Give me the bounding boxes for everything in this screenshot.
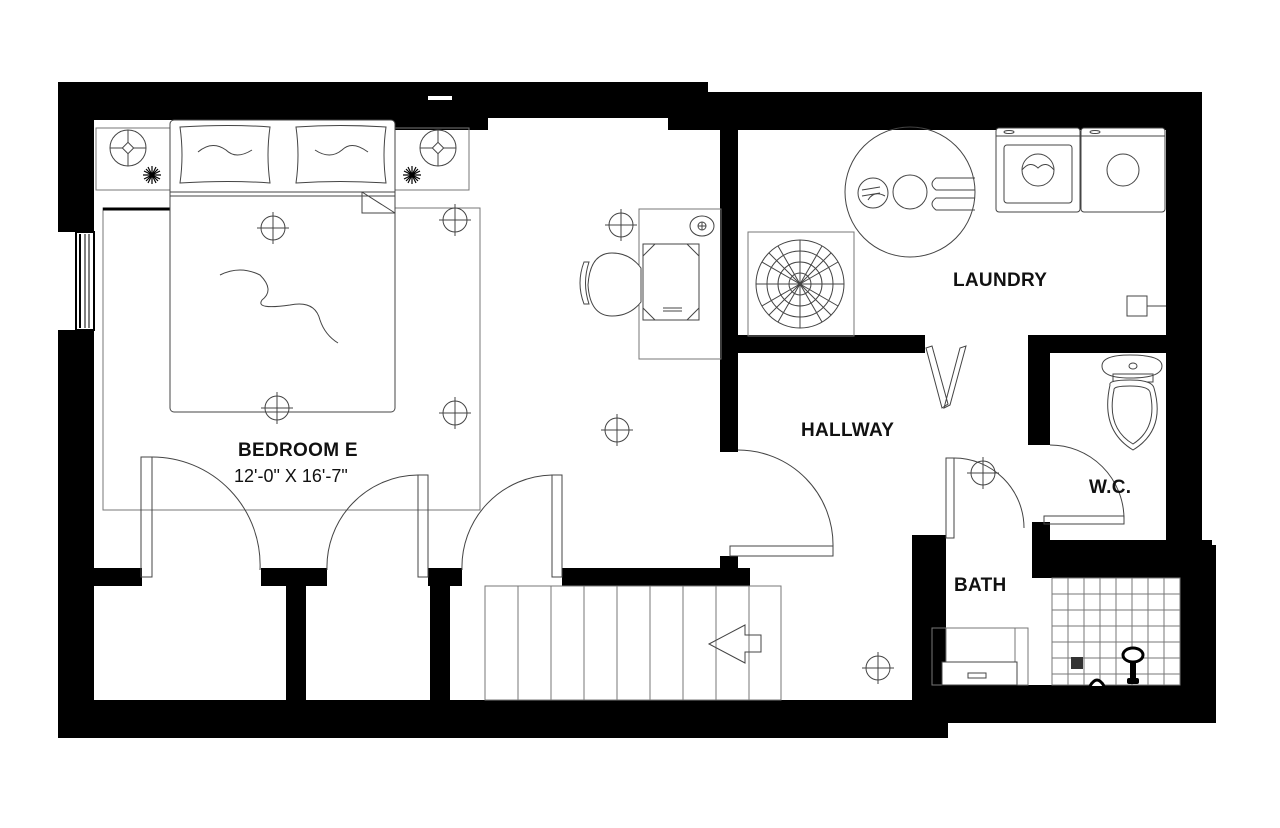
- ceiling-light-icon: [439, 204, 471, 236]
- room-label-wc: W.C.: [1089, 477, 1132, 498]
- doors: [140, 449, 834, 578]
- ceiling-lights: [257, 204, 999, 684]
- plant-icon: [143, 166, 161, 184]
- laundry-fixtures: [747, 126, 1166, 409]
- ceiling-light-icon: [967, 457, 999, 489]
- wc-fixtures: [1043, 354, 1163, 525]
- desk-area: [579, 208, 722, 360]
- arrow-left-icon: [707, 624, 762, 664]
- room-label-hallway: HALLWAY: [801, 420, 895, 441]
- bath-fixtures: [931, 457, 1181, 687]
- bedroom-furniture: [95, 119, 481, 511]
- room-label-bath: BATH: [954, 575, 1007, 596]
- window-icon: [75, 231, 95, 331]
- stairs: [484, 585, 782, 701]
- ceiling-light-icon: [439, 397, 471, 429]
- ceiling-light-icon: [261, 392, 293, 424]
- room-label-bedroom: BEDROOM E: [238, 440, 358, 461]
- ceiling-light-icon: [257, 212, 289, 244]
- plant-icon: [403, 166, 421, 184]
- lamp-icon: [419, 129, 457, 167]
- lamp-icon: [109, 129, 147, 167]
- ceiling-light-icon: [862, 652, 894, 684]
- walls: [58, 82, 1216, 738]
- room-label-laundry: LAUNDRY: [953, 270, 1048, 291]
- ceiling-light-icon: [601, 414, 633, 446]
- ceiling-light-icon: [605, 209, 637, 241]
- room-dimensions-bedroom: 12'-0" X 16'-7": [234, 466, 348, 486]
